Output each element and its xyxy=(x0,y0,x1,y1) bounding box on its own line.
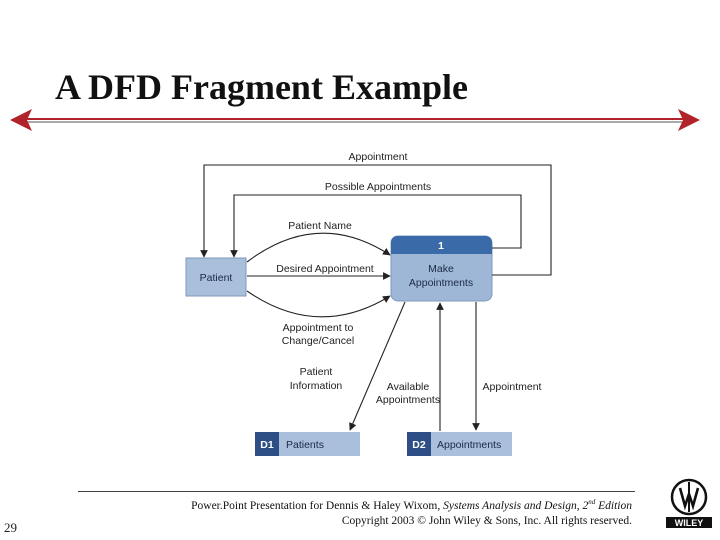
process-make-appointments: 1 Make Appointments xyxy=(390,235,493,302)
entity-label: Patient xyxy=(200,272,233,284)
wiley-logo: WILEY xyxy=(664,476,714,528)
slide-number: 29 xyxy=(4,520,17,535)
flow-desired-appointment: Desired Appointment xyxy=(247,263,391,280)
flow-available-appointments: Available Appointments xyxy=(376,302,444,431)
process-number: 1 xyxy=(438,240,444,252)
flow-label: Possible Appointments xyxy=(325,181,431,193)
footer-copyright: Copyright 2003 © John Wiley & Sons, Inc.… xyxy=(341,514,632,527)
footer-book-title: Systems Analysis and Design, 2 xyxy=(443,499,589,512)
flow-label: Desired Appointment xyxy=(276,263,374,275)
footer-edition-sup: nd xyxy=(588,498,596,506)
flow-label: Information xyxy=(290,380,343,392)
flow-patient-information: Patient Information xyxy=(290,301,406,431)
flow-appointment-change-cancel: Appointment to Change/Cancel xyxy=(246,290,391,347)
footer-line1-pre: Power.Point Presentation for Dennis & Ha… xyxy=(191,499,444,512)
flow-label: Patient xyxy=(300,366,333,378)
flow-label: Appointment to xyxy=(283,322,354,334)
data-store-d1: D1 Patients xyxy=(255,432,360,456)
flow-label: Appointment xyxy=(483,381,542,393)
flow-label: Available xyxy=(387,381,430,393)
flow-possible-appointments: Possible Appointments xyxy=(230,181,522,258)
footer-edition: Edition xyxy=(595,499,632,512)
process-label-line1: Make xyxy=(428,263,454,275)
footer-text: Power.Point Presentation for Dennis & Ha… xyxy=(150,495,632,529)
flow-label: Appointment xyxy=(349,151,408,163)
store-name: Appointments xyxy=(437,439,501,451)
footer-rule xyxy=(78,491,635,492)
flow-label: Patient Name xyxy=(288,220,352,232)
flow-label: Appointments xyxy=(376,394,440,406)
store-id: D1 xyxy=(260,439,274,451)
flow-label: Change/Cancel xyxy=(282,335,354,347)
flow-patient-name: Patient Name xyxy=(246,220,391,263)
store-name: Patients xyxy=(286,439,324,451)
external-entity-patient: Patient xyxy=(185,257,247,297)
slide-title: A DFD Fragment Example xyxy=(55,67,468,107)
data-store-d2: D2 Appointments xyxy=(407,432,512,456)
logo-text: WILEY xyxy=(675,518,704,528)
flow-appointment-top: Appointment xyxy=(200,151,552,276)
flow-appointment-store: Appointment xyxy=(472,302,542,431)
footer-line1: Power.Point Presentation for Dennis & Ha… xyxy=(150,495,632,514)
process-label-line2: Appointments xyxy=(409,277,473,289)
store-id: D2 xyxy=(412,439,426,451)
